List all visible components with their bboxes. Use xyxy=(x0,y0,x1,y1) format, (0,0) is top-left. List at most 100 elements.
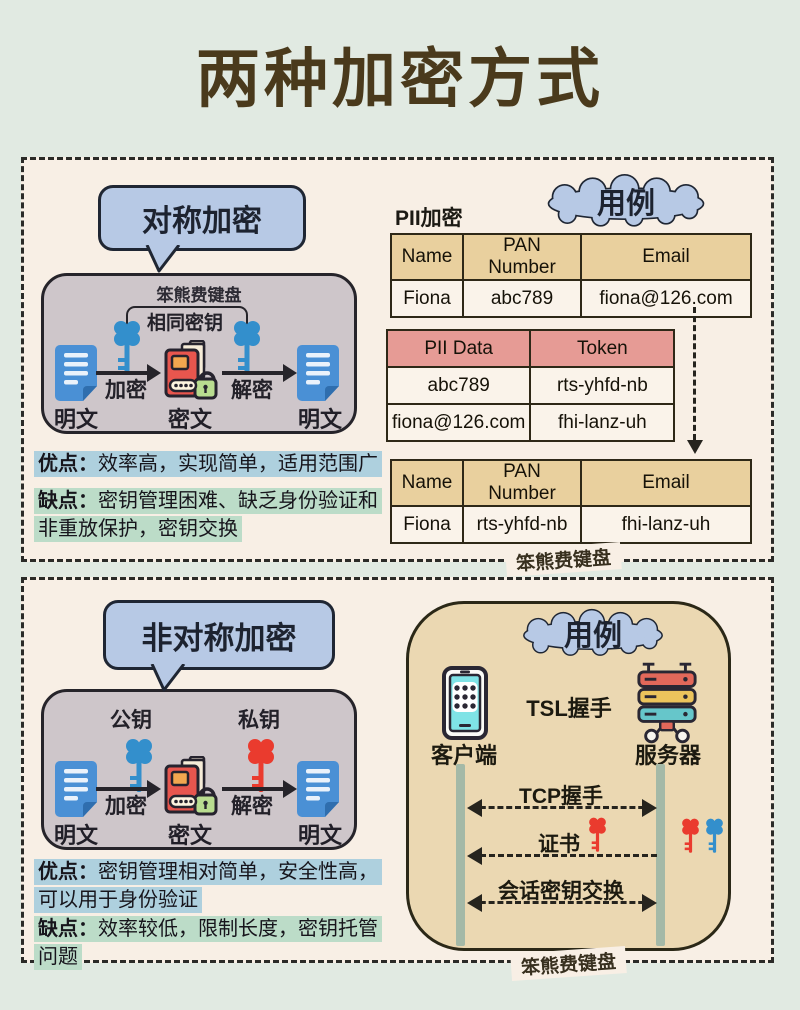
certificate-key-icon xyxy=(587,817,608,853)
pros-text: 效率高，实现简单，适用范围广 xyxy=(98,453,378,475)
encrypt-label: 加密 xyxy=(105,795,147,818)
page-title: 两种加密方式 xyxy=(196,43,604,115)
arrowhead-left xyxy=(467,893,482,912)
server-icon xyxy=(635,662,699,744)
header-cell: Email xyxy=(580,233,752,281)
table-cell: fiona@126.com xyxy=(580,279,752,318)
token-mapping-table: PII Data Token abc789 rts-yhfd-nb fiona@… xyxy=(385,329,676,442)
box-watermark: 笨熊费键盘 xyxy=(156,286,242,305)
pros-label: 优点： xyxy=(38,453,98,475)
arrowhead-left xyxy=(467,846,482,865)
client-phone-icon xyxy=(442,666,488,740)
server-public-key-icon xyxy=(704,818,725,854)
symmetric-diagram-box: 笨熊费键盘 相同密钥 加密 解密 明文 密文 明文 xyxy=(41,273,357,434)
table-cell: rts-yhfd-nb xyxy=(462,505,582,544)
bubble-tail xyxy=(145,245,181,273)
table-row: Fiona rts-yhfd-nb fhi-lanz-uh xyxy=(390,505,752,544)
public-key-label: 公钥 xyxy=(110,709,152,732)
cons-text: 效率较低，限制长度，密钥托管问题 xyxy=(38,918,378,968)
table-cell: rts-yhfd-nb xyxy=(529,366,676,405)
symmetric-bubble: 对称加密 xyxy=(98,185,306,273)
decrypt-arrow xyxy=(222,780,297,797)
usecase-cloud: 用例 xyxy=(482,608,704,658)
session-key-exchange-label: 会话密钥交换 xyxy=(498,880,624,903)
asymmetric-pros: 优点：密钥管理相对简单，安全性高，可以用于身份验证 xyxy=(34,858,382,914)
symmetric-cons: 缺点：密钥管理困难、缺乏身份验证和非重放保护，密钥交换 xyxy=(34,487,382,543)
plaintext-label: 明文 xyxy=(53,407,98,432)
arrowhead-left xyxy=(467,798,482,817)
pii-encryption-label: PII加密 xyxy=(395,207,463,230)
ciphertext-icon xyxy=(162,756,218,818)
document-icon xyxy=(296,760,340,818)
pros-label: 优点： xyxy=(38,861,98,883)
table-cell: abc789 xyxy=(462,279,582,318)
table-cell: fiona@126.com xyxy=(385,403,532,442)
same-key-label: 相同密钥 xyxy=(146,313,223,334)
symmetric-pros: 优点：效率高，实现简单，适用范围广 xyxy=(34,450,382,478)
pros-text: 密钥管理相对简单，安全性高，可以用于身份验证 xyxy=(38,861,378,911)
private-key-label: 私钥 xyxy=(238,709,280,732)
asymmetric-cons: 缺点：效率较低，限制长度，密钥托管问题 xyxy=(34,915,382,971)
table-cell: fhi-lanz-uh xyxy=(580,505,752,544)
certificate-arrow xyxy=(467,846,657,865)
client-label: 客户端 xyxy=(430,743,497,768)
private-key-icon xyxy=(246,738,276,794)
watermark: 笨熊费键盘 xyxy=(505,542,622,577)
cons-label: 缺点： xyxy=(38,918,98,940)
header-cell: Name xyxy=(390,233,464,281)
symmetric-section: 对称加密 笨熊费键盘 相同密钥 加密 解密 明文 密文 明文 优点：效率高，实现… xyxy=(21,157,774,577)
ciphertext-label: 密文 xyxy=(167,407,212,432)
symmetric-bubble-label: 对称加密 xyxy=(142,205,262,238)
same-key-bracket xyxy=(126,306,248,326)
server-private-key-icon xyxy=(680,818,701,854)
header-cell: Email xyxy=(580,459,752,507)
usecase-label: 用例 xyxy=(563,620,622,652)
arrowhead-right xyxy=(642,798,657,817)
plaintext-label: 明文 xyxy=(297,407,342,432)
encrypt-label: 加密 xyxy=(105,379,147,402)
usecase-label: 用例 xyxy=(596,188,655,220)
encrypt-arrow xyxy=(96,780,161,797)
header-cell: PAN Number xyxy=(462,233,582,281)
server-label: 服务器 xyxy=(634,743,701,768)
key-icon xyxy=(232,320,262,376)
encrypt-arrow xyxy=(96,364,161,381)
certificate-label: 证书 xyxy=(538,833,580,856)
tcp-handshake-arrow xyxy=(467,798,657,817)
tls-usecase-box: 用例 TSL握手 客户端 服务器 TCP握手 证书 会话密钥交换 xyxy=(406,601,731,951)
table-header-row: Name PAN Number Email xyxy=(390,459,752,507)
arrowhead-right xyxy=(642,893,657,912)
table-cell: Fiona xyxy=(390,279,464,318)
asymmetric-bubble-label: 非对称加密 xyxy=(141,620,297,656)
table-row: abc789 rts-yhfd-nb xyxy=(385,366,676,405)
watermark: 笨熊费键盘 xyxy=(510,946,627,981)
pii-original-table: Name PAN Number Email Fiona abc789 fiona… xyxy=(390,233,752,318)
document-icon xyxy=(54,344,98,402)
tls-handshake-label: TSL握手 xyxy=(526,696,612,721)
plaintext-label: 明文 xyxy=(297,823,342,848)
plaintext-label: 明文 xyxy=(53,823,98,848)
document-icon xyxy=(54,760,98,818)
header-cell: Name xyxy=(390,459,464,507)
table-row: fiona@126.com fhi-lanz-uh xyxy=(385,403,676,442)
pii-tokenized-table: Name PAN Number Email Fiona rts-yhfd-nb … xyxy=(390,459,752,544)
asymmetric-bubble: 非对称加密 xyxy=(103,600,335,692)
tokenize-dashed-arrow xyxy=(687,307,703,454)
decrypt-label: 解密 xyxy=(231,379,273,402)
table-cell: fhi-lanz-uh xyxy=(529,403,676,442)
header-cell: PII Data xyxy=(385,329,532,368)
asymmetric-section: 非对称加密 公钥 私钥 加密 解密 明文 密文 明文 优点：密钥管理相对简单，安… xyxy=(21,577,774,981)
cons-label: 缺点： xyxy=(38,490,98,512)
document-icon xyxy=(296,344,340,402)
header-cell: PAN Number xyxy=(462,459,582,507)
server-lifeline xyxy=(656,764,665,946)
decrypt-label: 解密 xyxy=(231,795,273,818)
tcp-handshake-label: TCP握手 xyxy=(519,785,603,808)
ciphertext-label: 密文 xyxy=(167,823,212,848)
table-row: Fiona abc789 fiona@126.com xyxy=(390,279,752,318)
asymmetric-diagram-box: 公钥 私钥 加密 解密 明文 密文 明文 xyxy=(41,689,357,850)
decrypt-arrow xyxy=(222,364,297,381)
ciphertext-icon xyxy=(162,340,218,402)
client-lifeline xyxy=(456,764,465,946)
